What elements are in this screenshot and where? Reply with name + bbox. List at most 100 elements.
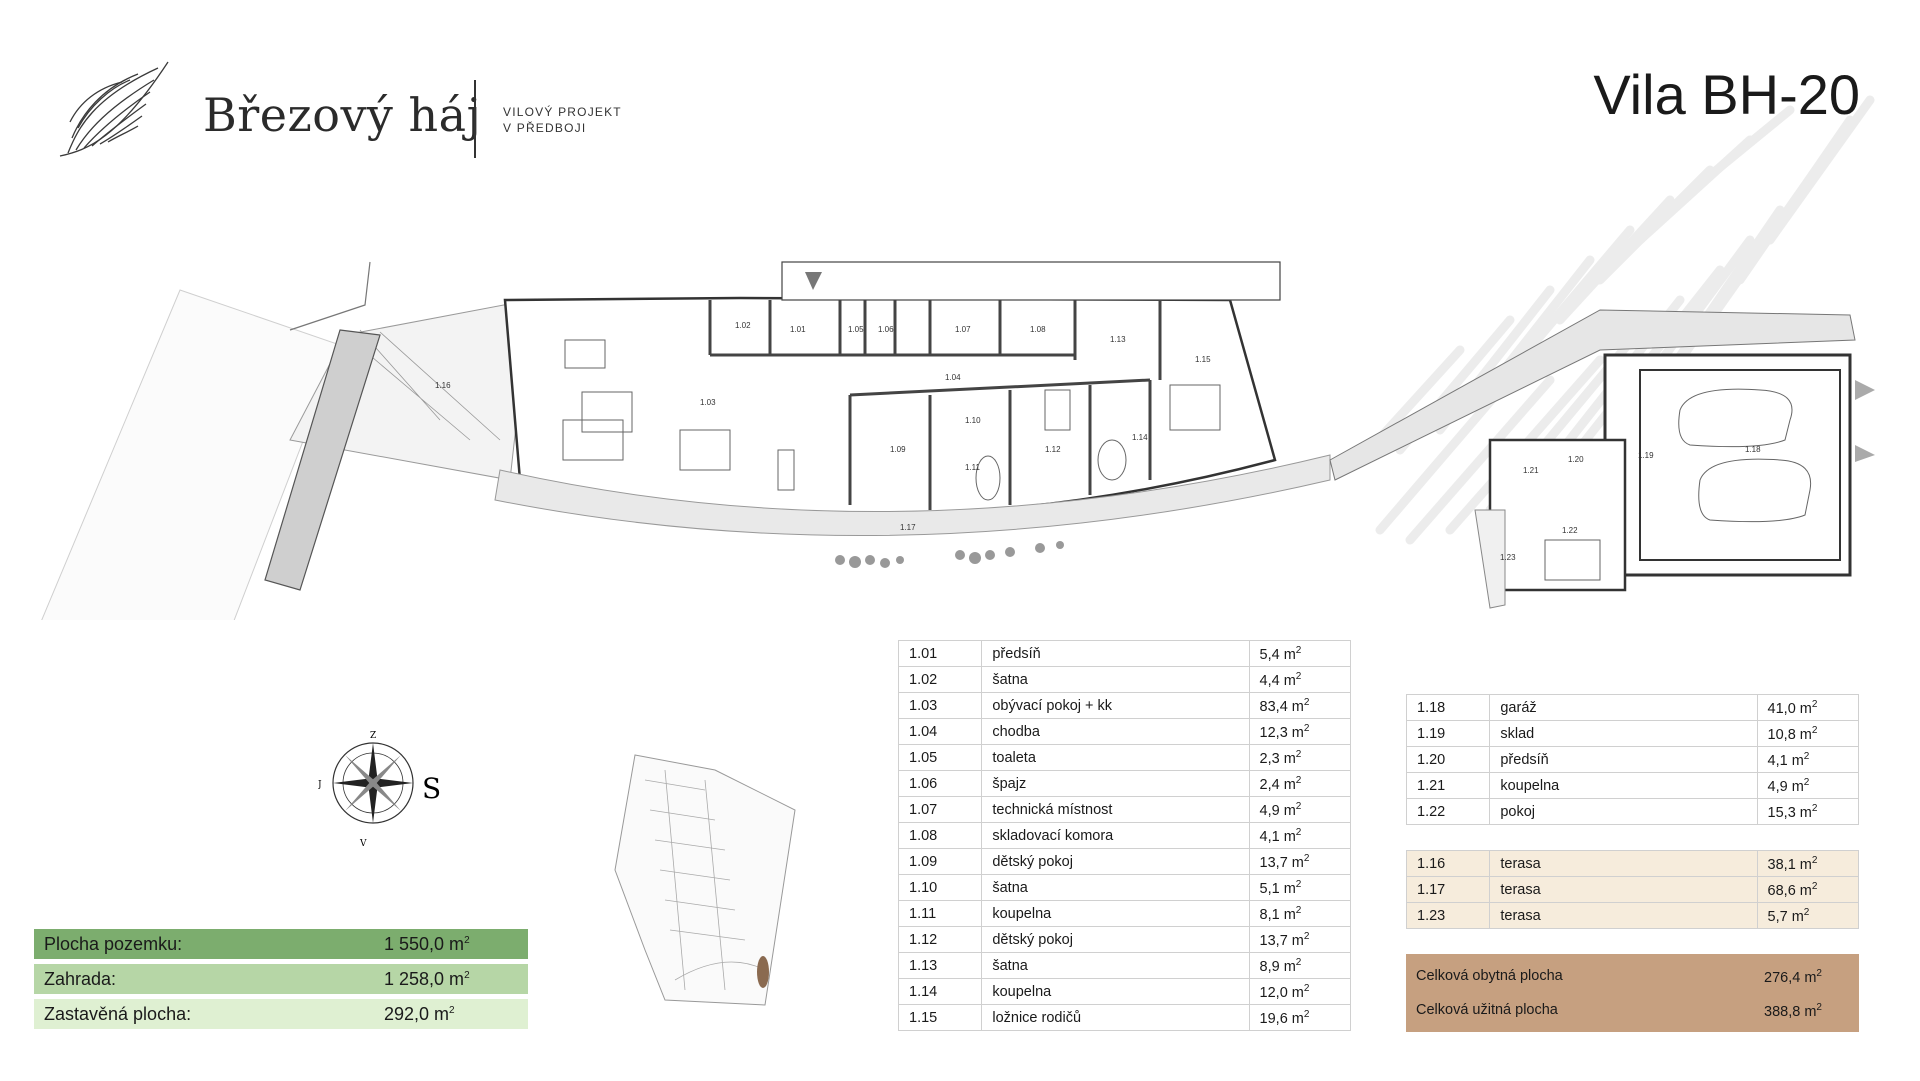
room-name: ložnice rodičů: [981, 1004, 1250, 1031]
room-id: 1.03: [897, 692, 983, 719]
summary-garden: Zahrada: 1 258,0 m2: [34, 964, 528, 994]
terrace-117: [494, 454, 1331, 537]
compass-rose-icon: Z V J S: [318, 731, 441, 849]
plan-label-110: 1.10: [965, 416, 981, 425]
plan-label-104: 1.04: [945, 373, 961, 382]
room-area: 4,1 m2: [1248, 822, 1352, 849]
room-area: 4,1 m2: [1756, 746, 1860, 773]
room-id: 1.02: [897, 666, 983, 693]
room-id: 1.01: [897, 640, 983, 667]
room-name: garáž: [1489, 694, 1758, 721]
room-id: 1.14: [897, 978, 983, 1005]
summary-value: 1 550,0 m2: [384, 934, 470, 954]
totals-box: Celková obytná plocha 276,4 m2 Celková u…: [1406, 954, 1859, 1032]
room-area: 5,1 m2: [1248, 874, 1352, 901]
total-usable-value: 388,8 m2: [1764, 1002, 1822, 1020]
summary-value: 292,0 m2: [384, 1004, 455, 1024]
plan-label-106: 1.06: [878, 325, 894, 334]
room-area: 12,0 m2: [1248, 978, 1352, 1005]
plan-label-101: 1.01: [790, 325, 806, 334]
room-area: 38,1 m2: [1756, 850, 1860, 877]
room-id: 1.20: [1405, 746, 1491, 773]
summary-label: Zahrada:: [44, 969, 117, 989]
plan-label-107: 1.07: [955, 325, 971, 334]
summary-value: 1 258,0 m2: [384, 969, 470, 989]
room-id: 1.19: [1405, 720, 1491, 747]
plan-label-102: 1.02: [735, 321, 751, 330]
room-area: 2,4 m2: [1248, 770, 1352, 797]
room-name: chodba: [981, 718, 1250, 745]
room-name: špajz: [981, 770, 1250, 797]
room-id: 1.10: [897, 874, 983, 901]
garden-plot: [41, 289, 341, 620]
room-area: 68,6 m2: [1756, 876, 1860, 903]
plan-label-121: 1.21: [1523, 466, 1539, 475]
room-area: 4,9 m2: [1248, 796, 1352, 823]
birch-leaf-logo-icon: [59, 61, 169, 157]
room-name: dětský pokoj: [981, 926, 1250, 953]
brand-name: Březový háj: [203, 88, 482, 142]
room-id: 1.06: [897, 770, 983, 797]
plan-label-113: 1.13: [1110, 335, 1126, 344]
room-area: 2,3 m2: [1248, 744, 1352, 771]
plan-label-103: 1.03: [700, 398, 716, 407]
room-id: 1.07: [897, 796, 983, 823]
summary-label: Zastavěná plocha:: [44, 1004, 192, 1024]
room-id: 1.22: [1405, 798, 1491, 825]
compass-east: S: [422, 772, 441, 805]
plan-label-112: 1.12: [1045, 445, 1061, 454]
room-id: 1.05: [897, 744, 983, 771]
room-name: koupelna: [1489, 772, 1758, 799]
room-name: terasa: [1489, 850, 1758, 877]
plan-label-122: 1.22: [1562, 526, 1578, 535]
room-name: koupelna: [981, 978, 1250, 1005]
room-id: 1.13: [897, 952, 983, 979]
room-id: 1.09: [897, 848, 983, 875]
plan-label-114: 1.14: [1132, 433, 1148, 442]
room-id: 1.23: [1405, 902, 1491, 929]
room-area: 41,0 m2: [1756, 694, 1860, 721]
room-name: skladovací komora: [981, 822, 1250, 849]
plan-label-105: 1.05: [848, 325, 864, 334]
room-name: předsíň: [1489, 746, 1758, 773]
room-area: 19,6 m2: [1248, 1004, 1352, 1031]
room-id: 1.17: [1405, 876, 1491, 903]
garage-block: [1603, 353, 1852, 577]
room-id: 1.21: [1405, 772, 1491, 799]
plan-label-111: 1.11: [965, 463, 981, 472]
plan-label-115: 1.15: [1195, 355, 1211, 364]
access-wall: [264, 329, 381, 591]
compass-north: Z: [370, 731, 376, 741]
plan-label-120: 1.20: [1568, 455, 1584, 464]
plan-label-123: 1.23: [1500, 553, 1516, 562]
room-area: 13,7 m2: [1248, 848, 1352, 875]
plan-label-119: 1.19: [1638, 451, 1654, 460]
room-name: šatna: [981, 874, 1250, 901]
room-area: 4,4 m2: [1248, 666, 1352, 693]
room-area: 4,9 m2: [1756, 772, 1860, 799]
room-area: 8,1 m2: [1248, 900, 1352, 927]
room-id: 1.15: [897, 1004, 983, 1031]
room-area: 5,7 m2: [1756, 902, 1860, 929]
room-id: 1.11: [897, 900, 983, 927]
brand-divider: [474, 80, 476, 158]
room-name: předsíň: [981, 640, 1250, 667]
